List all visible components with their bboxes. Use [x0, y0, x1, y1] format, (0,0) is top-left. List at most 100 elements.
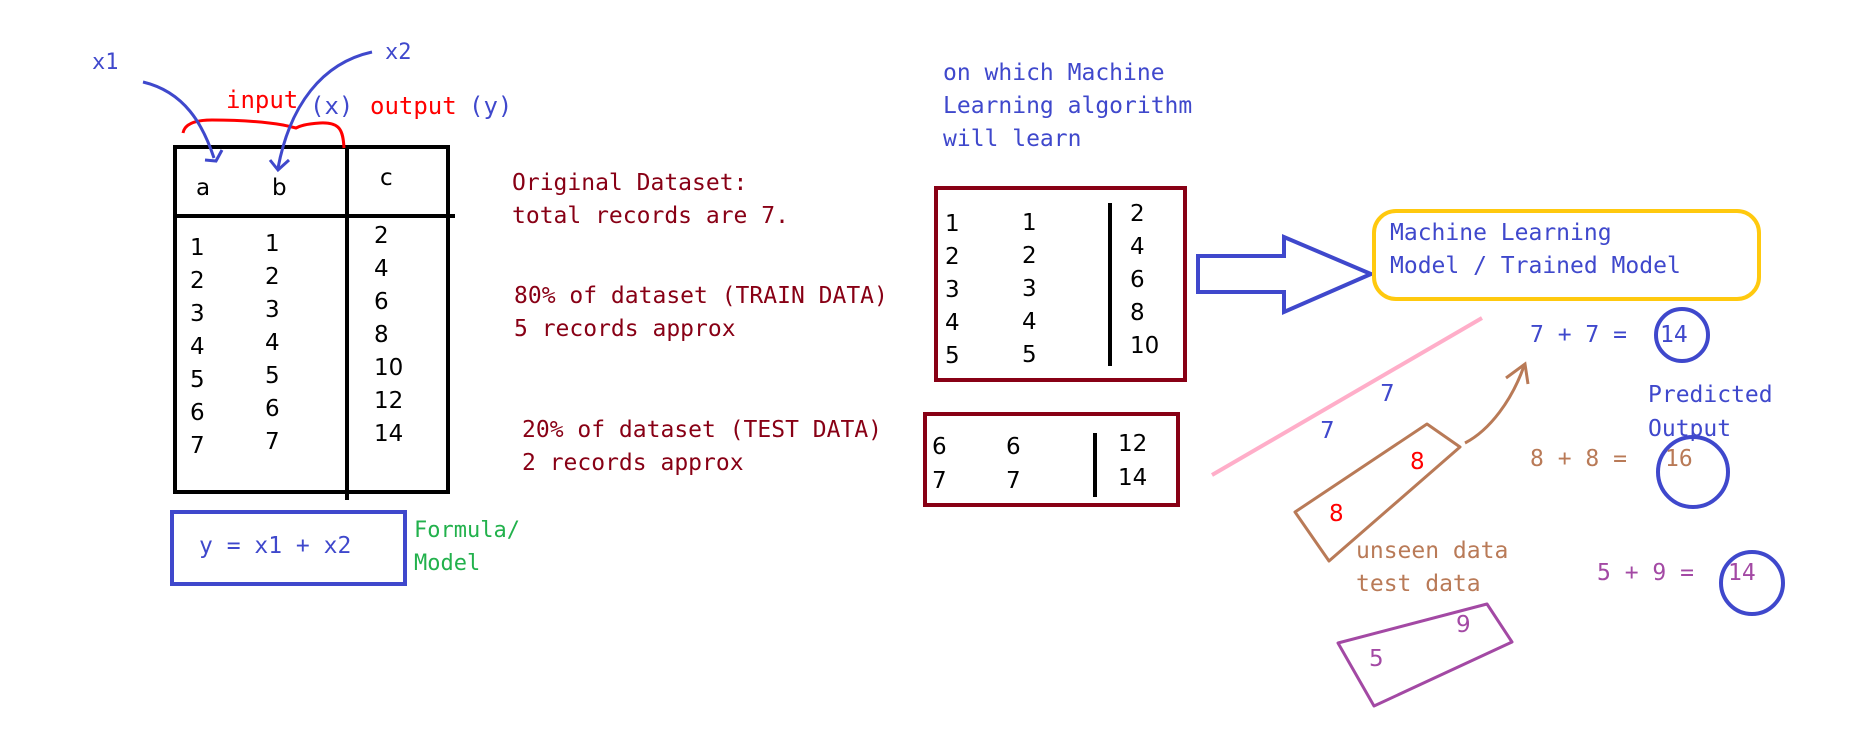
table-cell: 5 [1022, 342, 1037, 368]
formula-text: y = x1 + x2 [199, 533, 352, 559]
input-var-label: (x) [310, 92, 354, 120]
table-cell: 14 [1118, 465, 1148, 491]
prediction-2-result: 16 [1665, 446, 1693, 472]
learn-note-line2: Learning algorithm [943, 93, 1193, 119]
prediction-2-expr: 8 + 8 = [1530, 446, 1627, 472]
table-cell: 2 [1022, 243, 1037, 269]
table-cell: 4 [374, 256, 389, 282]
train-col-c: 2 4 6 8 10 [1130, 198, 1159, 363]
output-label: output [370, 92, 457, 120]
table-cell: 6 [190, 400, 205, 426]
train-table-box [934, 186, 1187, 382]
original-header-c: c [380, 165, 393, 191]
x2-arrow [268, 50, 373, 173]
x2-label: x2 [385, 40, 412, 65]
test-info-line1: 20% of dataset (TEST DATA) [522, 417, 883, 443]
prediction-1-result: 14 [1660, 322, 1688, 348]
table-cell: 7 [932, 468, 947, 494]
original-header-a: a [196, 175, 211, 201]
train-col-a: 1 2 3 4 5 [945, 208, 960, 373]
prediction-3-result: 14 [1728, 560, 1756, 586]
table-cell: 4 [1022, 309, 1037, 335]
input-label: input [226, 86, 299, 114]
prediction-1-expr: 7 + 7 = [1530, 322, 1627, 348]
table-cell: 6 [265, 396, 280, 422]
table-cell: 10 [374, 355, 404, 381]
output-var-label: (y) [469, 92, 513, 120]
table-cell: 12 [1118, 431, 1148, 457]
train-info-line1: 80% of dataset (TRAIN DATA) [514, 283, 888, 309]
table-cell: 1 [265, 231, 280, 257]
table-cell: 6 [1130, 267, 1145, 293]
test-col-a: 6 7 [932, 430, 947, 498]
unseen-nine: 9 [1456, 612, 1471, 638]
predicted-label-line1: Predicted [1648, 382, 1773, 408]
original-col-b: 1 2 3 4 5 6 7 [265, 228, 280, 459]
table-cell: 7 [1006, 468, 1021, 494]
test-info-line2: 2 records approx [522, 450, 744, 476]
table-cell: 2 [190, 268, 205, 294]
p2-circle [1656, 435, 1730, 509]
unseen-label-line2: test data [1356, 571, 1481, 597]
learn-note-line1: on which Machine [943, 60, 1165, 86]
unseen-five: 5 [1369, 646, 1384, 672]
table-cell: 8 [1130, 300, 1145, 326]
p1-circle [1654, 307, 1710, 363]
original-col-a: 1 2 3 4 5 6 7 [190, 232, 205, 463]
table-cell: 4 [190, 334, 205, 360]
table-cell: 8 [374, 322, 389, 348]
unseen-eight-b: 8 [1329, 501, 1344, 527]
predicted-label-line2: Output [1648, 416, 1732, 442]
table-cell: 1 [945, 211, 960, 237]
table-cell: 6 [1006, 434, 1021, 460]
table-cell: 3 [945, 277, 960, 303]
table-cell: 5 [265, 363, 280, 389]
prediction-3-expr: 5 + 9 = [1597, 560, 1694, 586]
model-box-line2: Model / Trained Model [1390, 253, 1681, 279]
model-box-line1: Machine Learning [1390, 220, 1612, 246]
brown-arrow [1464, 361, 1530, 445]
table-cell: 6 [374, 289, 389, 315]
unseen-seven-a: 7 [1380, 381, 1395, 407]
x1-arrow [142, 80, 224, 163]
formula-label-line2: Model [414, 551, 481, 576]
pink-line [1210, 316, 1484, 477]
formula-label-line1: Formula/ [414, 518, 520, 543]
unseen-seven-b: 7 [1320, 418, 1335, 444]
test-table-box [923, 412, 1180, 507]
dataset-info-line1: Original Dataset: [512, 170, 748, 196]
model-box [1372, 209, 1761, 301]
learn-note-line3: will learn [943, 126, 1082, 152]
original-table-lines [173, 145, 455, 500]
original-col-c: 2 4 6 8 10 12 14 [374, 220, 403, 451]
unseen-eight-a: 8 [1410, 449, 1425, 475]
table-cell: 2 [945, 244, 960, 270]
table-cell: 7 [190, 433, 205, 459]
table-cell: 10 [1130, 333, 1160, 359]
brown-box [1293, 422, 1462, 563]
formula-box [170, 510, 407, 586]
train-col-b: 1 2 3 4 5 [1022, 207, 1037, 372]
table-cell: 1 [190, 235, 205, 261]
table-cell: 2 [265, 264, 280, 290]
test-col-b: 6 7 [1006, 430, 1021, 498]
table-cell: 3 [1022, 276, 1037, 302]
unseen-label-line1: unseen data [1356, 538, 1509, 564]
table-cell: 4 [1130, 234, 1145, 260]
purple-box [1336, 602, 1514, 708]
hollow-arrow [1196, 233, 1377, 316]
table-cell: 3 [190, 301, 205, 327]
table-cell: 7 [265, 429, 280, 455]
train-info-line2: 5 records approx [514, 316, 736, 342]
test-col-c: 12 14 [1118, 427, 1147, 495]
table-cell: 2 [1130, 201, 1145, 227]
table-cell: 2 [374, 223, 389, 249]
dataset-info-line2: total records are 7. [512, 203, 789, 229]
table-cell: 3 [265, 297, 280, 323]
table-cell: 12 [374, 388, 404, 414]
table-cell: 14 [374, 421, 404, 447]
table-cell: 6 [932, 434, 947, 460]
table-cell: 5 [190, 367, 205, 393]
